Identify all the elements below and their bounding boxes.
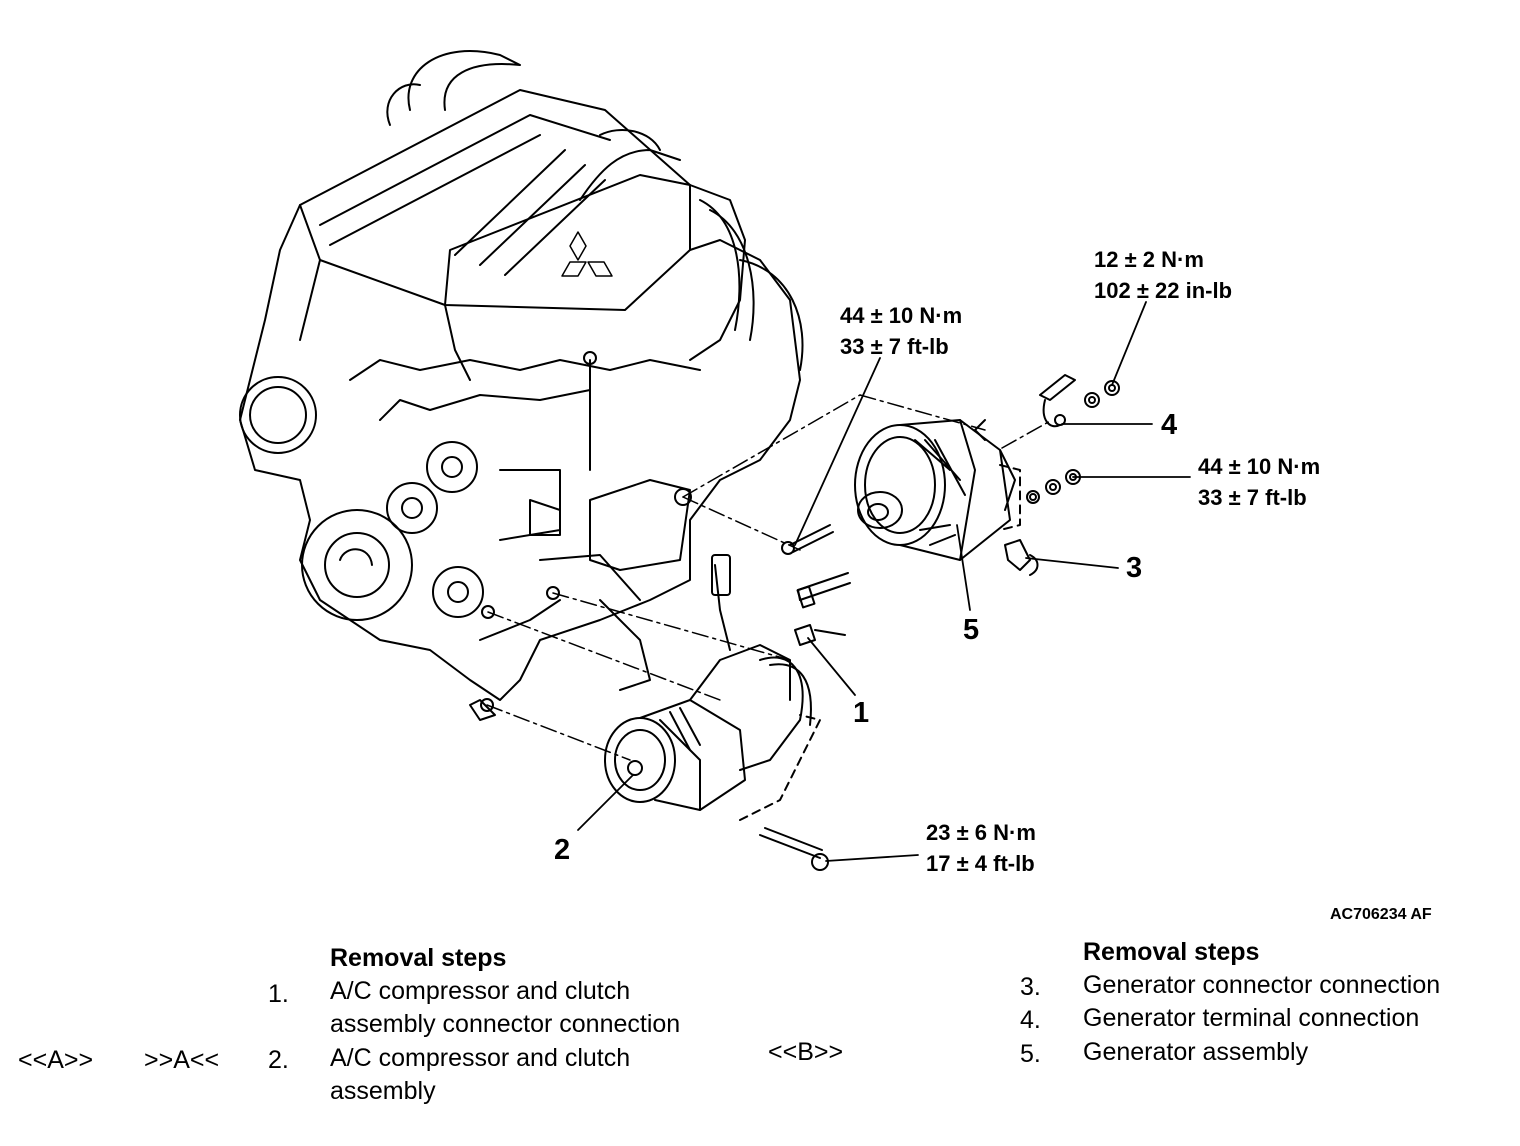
figure-id: AC706234 AF [1330, 906, 1432, 923]
part-number-1: 1 [853, 697, 870, 729]
torque-imperial: 33 ± 7 ft-lb [840, 334, 949, 359]
step-1-line-1: A/C compressor and clutch [330, 977, 631, 1005]
torque-imperial: 17 ± 4 ft-lb [926, 851, 1035, 876]
step-2-line-1: A/C compressor and clutch [330, 1044, 631, 1072]
alignment-lines [486, 394, 1053, 761]
torque-callout-generator-bolt: 44 ± 10 N·m 33 ± 7 ft-lb [840, 300, 962, 362]
torque-metric: 23 ± 6 N·m [926, 820, 1036, 845]
step-1-number: 1. [268, 980, 289, 1008]
part-number-2: 2 [554, 834, 571, 866]
torque-imperial: 33 ± 7 ft-lb [1198, 485, 1307, 510]
torque-callout-terminal-nut: 12 ± 2 N·m 102 ± 22 in-lb [1094, 244, 1232, 306]
step-5-number: 5. [1020, 1040, 1041, 1068]
left-steps-heading: Removal steps [330, 944, 507, 972]
part-number-3: 3 [1126, 552, 1143, 584]
torque-metric: 12 ± 2 N·m [1094, 247, 1204, 272]
step-3-number: 3. [1020, 973, 1041, 1001]
step-3-text: Generator connector connection [1083, 971, 1441, 999]
removal-service-mark-a: <<A>> [18, 1046, 94, 1074]
right-steps-heading: Removal steps [1083, 938, 1260, 966]
part-number-4: 4 [1161, 409, 1178, 441]
leader-lines [577, 301, 1191, 862]
part-number-5: 5 [963, 614, 980, 646]
step-2-line-2: assembly [330, 1077, 436, 1105]
removal-service-mark-b: <<B>> [768, 1038, 844, 1066]
torque-callout-generator-nut: 44 ± 10 N·m 33 ± 7 ft-lb [1198, 451, 1320, 513]
step-1-line-2: assembly connector connection [330, 1010, 681, 1038]
torque-callout-compressor-bolt: 23 ± 6 N·m 17 ± 4 ft-lb [926, 817, 1036, 879]
generator-illustration [781, 374, 1120, 609]
step-2-text: A/C compressor and clutch assembly [330, 1042, 630, 1108]
step-1-text: A/C compressor and clutch assembly conne… [330, 975, 680, 1041]
step-2-number: 2. [268, 1046, 289, 1074]
torque-imperial: 102 ± 22 in-lb [1094, 278, 1233, 303]
install-service-mark-a: >>A<< [144, 1046, 220, 1074]
engine-assembly [239, 50, 804, 721]
ac-compressor-illustration [604, 554, 846, 871]
step-4-text: Generator terminal connection [1083, 1004, 1420, 1032]
maker-logo [561, 231, 613, 277]
step-5-text: Generator assembly [1083, 1038, 1309, 1066]
torque-metric: 44 ± 10 N·m [840, 303, 963, 328]
step-4-number: 4. [1020, 1006, 1041, 1034]
torque-metric: 44 ± 10 N·m [1198, 454, 1321, 479]
